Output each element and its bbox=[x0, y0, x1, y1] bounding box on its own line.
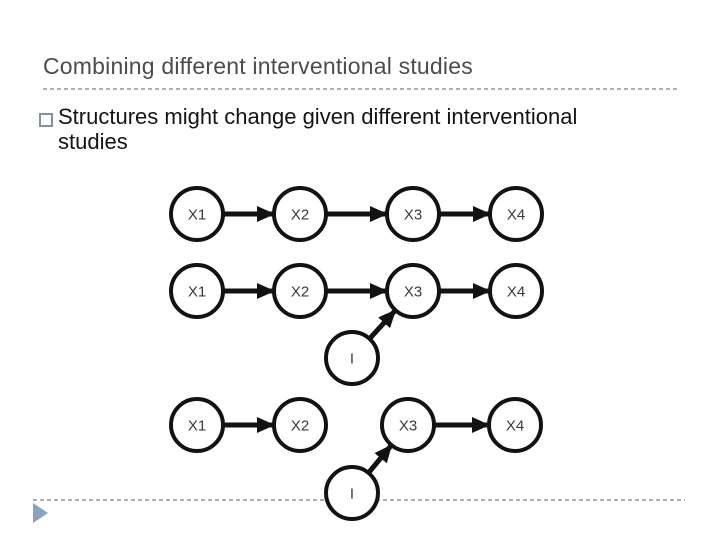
node-label-g2-x2: X2 bbox=[291, 283, 309, 300]
node-circle-g2-x1 bbox=[169, 263, 225, 319]
title-divider bbox=[43, 88, 679, 90]
bullet-text-line: Structures might change given different … bbox=[58, 104, 578, 129]
node-circle-g1-x3 bbox=[385, 186, 441, 242]
node-circle-g3-i bbox=[324, 465, 380, 521]
node-circle-g3-x4 bbox=[487, 397, 543, 453]
bullet-item: Structures might change given different … bbox=[39, 104, 694, 154]
node-label-g1-x3: X3 bbox=[404, 206, 422, 223]
node-circle-g3-x2 bbox=[272, 397, 328, 453]
slide-advance-icon[interactable] bbox=[33, 503, 48, 523]
node-label-g2-x1: X1 bbox=[188, 283, 206, 300]
node-circle-g2-i bbox=[324, 330, 380, 386]
node-circle-g3-x3 bbox=[380, 397, 436, 453]
node-label-g3-x4: X4 bbox=[506, 417, 524, 434]
node-label-g2-x4: X4 bbox=[507, 283, 525, 300]
node-label-g3-x1: X1 bbox=[188, 417, 206, 434]
node-label-g1-x1: X1 bbox=[188, 206, 206, 223]
arrow-edge-g2-i-to-g2-x3 bbox=[367, 308, 398, 341]
node-label-g1-x4: X4 bbox=[507, 206, 525, 223]
node-circle-g1-x2 bbox=[272, 186, 328, 242]
node-label-g2-x3: X3 bbox=[404, 283, 422, 300]
node-label-g3-x2: X2 bbox=[291, 417, 309, 434]
node-circle-g2-x2 bbox=[272, 263, 328, 319]
bullet-square-icon bbox=[39, 113, 53, 127]
bullet-text-line: studies bbox=[58, 129, 128, 154]
bullet-text: Structures might change given different … bbox=[58, 104, 694, 154]
node-label-g1-x2: X2 bbox=[291, 206, 309, 223]
arrow-edge-g3-i-to-g3-x3 bbox=[366, 443, 394, 475]
slide-title: Combining different interventional studi… bbox=[43, 53, 473, 79]
node-circle-g2-x3 bbox=[385, 263, 441, 319]
node-circle-g1-x4 bbox=[488, 186, 544, 242]
node-label-g3-x3: X3 bbox=[399, 417, 417, 434]
node-circle-g2-x4 bbox=[488, 263, 544, 319]
node-circle-g3-x1 bbox=[169, 397, 225, 453]
node-circle-g1-x1 bbox=[169, 186, 225, 242]
node-label-g3-i: I bbox=[350, 485, 354, 502]
node-label-g2-i: I bbox=[350, 350, 354, 367]
